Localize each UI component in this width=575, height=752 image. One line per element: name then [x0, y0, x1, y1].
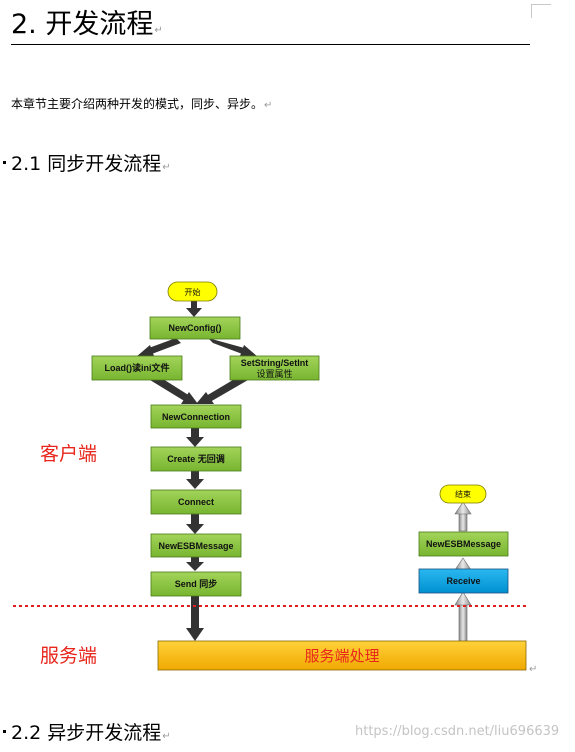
- arrow-head: [181, 392, 198, 404]
- bullet-marker: [3, 161, 6, 164]
- arrow-shaft: [191, 300, 197, 309]
- newconnection-label: NewConnection: [162, 412, 230, 422]
- newconfig-node: [149, 316, 241, 340]
- arrow-head: [136, 345, 154, 357]
- start-node: [167, 281, 218, 302]
- arrow-shaft: [150, 374, 190, 402]
- watermark: https://blog.csdn.net/liu696639: [355, 724, 560, 739]
- start-node-label: 开始: [185, 287, 201, 297]
- arrow-shaft: [191, 557, 199, 564]
- arrow-shaft: [458, 512, 468, 532]
- page-title-text: 2. 开发流程: [11, 9, 154, 40]
- arrow-head: [196, 392, 214, 404]
- server-process-label: 服务端处理: [304, 647, 379, 665]
- newesbmessage-right-label: NewESBMessage: [426, 539, 501, 549]
- section-heading-text: 2.1 同步开发流程: [11, 153, 162, 175]
- setstring-node: [229, 355, 320, 381]
- setstring-label-line1: SetString/SetInt: [241, 358, 309, 368]
- send-label: Send 同步: [175, 578, 218, 589]
- arrow-head: [454, 557, 472, 571]
- arrow-shaft: [206, 374, 248, 402]
- arrow-head: [186, 437, 204, 447]
- end-node-label: 结束: [455, 489, 471, 499]
- paragraph-mark: ↵: [154, 25, 163, 36]
- page-corner-mark: [531, 4, 551, 5]
- arrow-head: [454, 591, 472, 606]
- connect-label: Connect: [178, 497, 214, 507]
- create-label: Create 无回调: [167, 453, 225, 464]
- create-node: [150, 446, 242, 472]
- setstring-label-line2: 设置属性: [256, 368, 292, 379]
- arrow-head: [186, 628, 204, 641]
- intro-text: 本章节主要介绍两种开发的模式，同步、异步。: [11, 97, 264, 111]
- paragraph-mark: ↵: [529, 664, 537, 675]
- arrow-shaft: [191, 471, 199, 481]
- title-underline: [11, 44, 530, 45]
- section-heading-text: 2.2 异步开发流程: [11, 722, 162, 744]
- paragraph-mark: ↵: [162, 162, 171, 173]
- page-title: 2. 开发流程↵: [11, 6, 163, 50]
- newconnection-node: [150, 404, 242, 429]
- return-arrows: [454, 501, 472, 642]
- load-label: Load()读ini文件: [105, 362, 170, 373]
- newconfig-label: NewConfig(): [169, 323, 222, 333]
- arrow-shaft: [191, 428, 199, 439]
- bullet-marker: [3, 730, 6, 733]
- arrow-shaft: [458, 603, 468, 642]
- connect-node: [150, 489, 242, 515]
- page-corner-mark: [531, 4, 532, 18]
- newesbmessage-label: NewESBMessage: [158, 541, 233, 551]
- receive-label: Receive: [446, 576, 480, 586]
- server-process-bar: [157, 640, 527, 671]
- section-heading-async: 2.2 异步开发流程↵: [3, 720, 171, 750]
- arrow-shaft: [191, 514, 199, 526]
- arrow-head: [186, 524, 204, 534]
- newesbmessage-right-node: [418, 531, 509, 557]
- newesbmessage-node: [150, 533, 242, 558]
- server-side-label: 服务端: [40, 645, 97, 667]
- arrow-head: [454, 501, 472, 515]
- receive-node: [418, 568, 509, 594]
- flow-arrows: [136, 300, 258, 641]
- arrow-shaft: [208, 338, 248, 355]
- client-side-label: 客户端: [40, 443, 97, 465]
- arrow-head: [186, 479, 204, 489]
- send-node: [150, 571, 242, 597]
- section-heading-sync: 2.1 同步开发流程↵: [3, 151, 171, 181]
- paragraph-mark: ↵: [162, 731, 171, 742]
- intro-paragraph: 本章节主要介绍两种开发的模式，同步、异步。↵: [11, 95, 272, 115]
- arrow-shaft: [146, 338, 181, 355]
- arrow-head: [186, 562, 204, 571]
- arrow-head: [186, 308, 202, 317]
- paragraph-mark: ↵: [264, 100, 273, 111]
- arrow-shaft: [191, 596, 199, 630]
- end-node: [439, 484, 487, 504]
- load-node: [91, 355, 183, 381]
- arrow-head: [240, 345, 258, 357]
